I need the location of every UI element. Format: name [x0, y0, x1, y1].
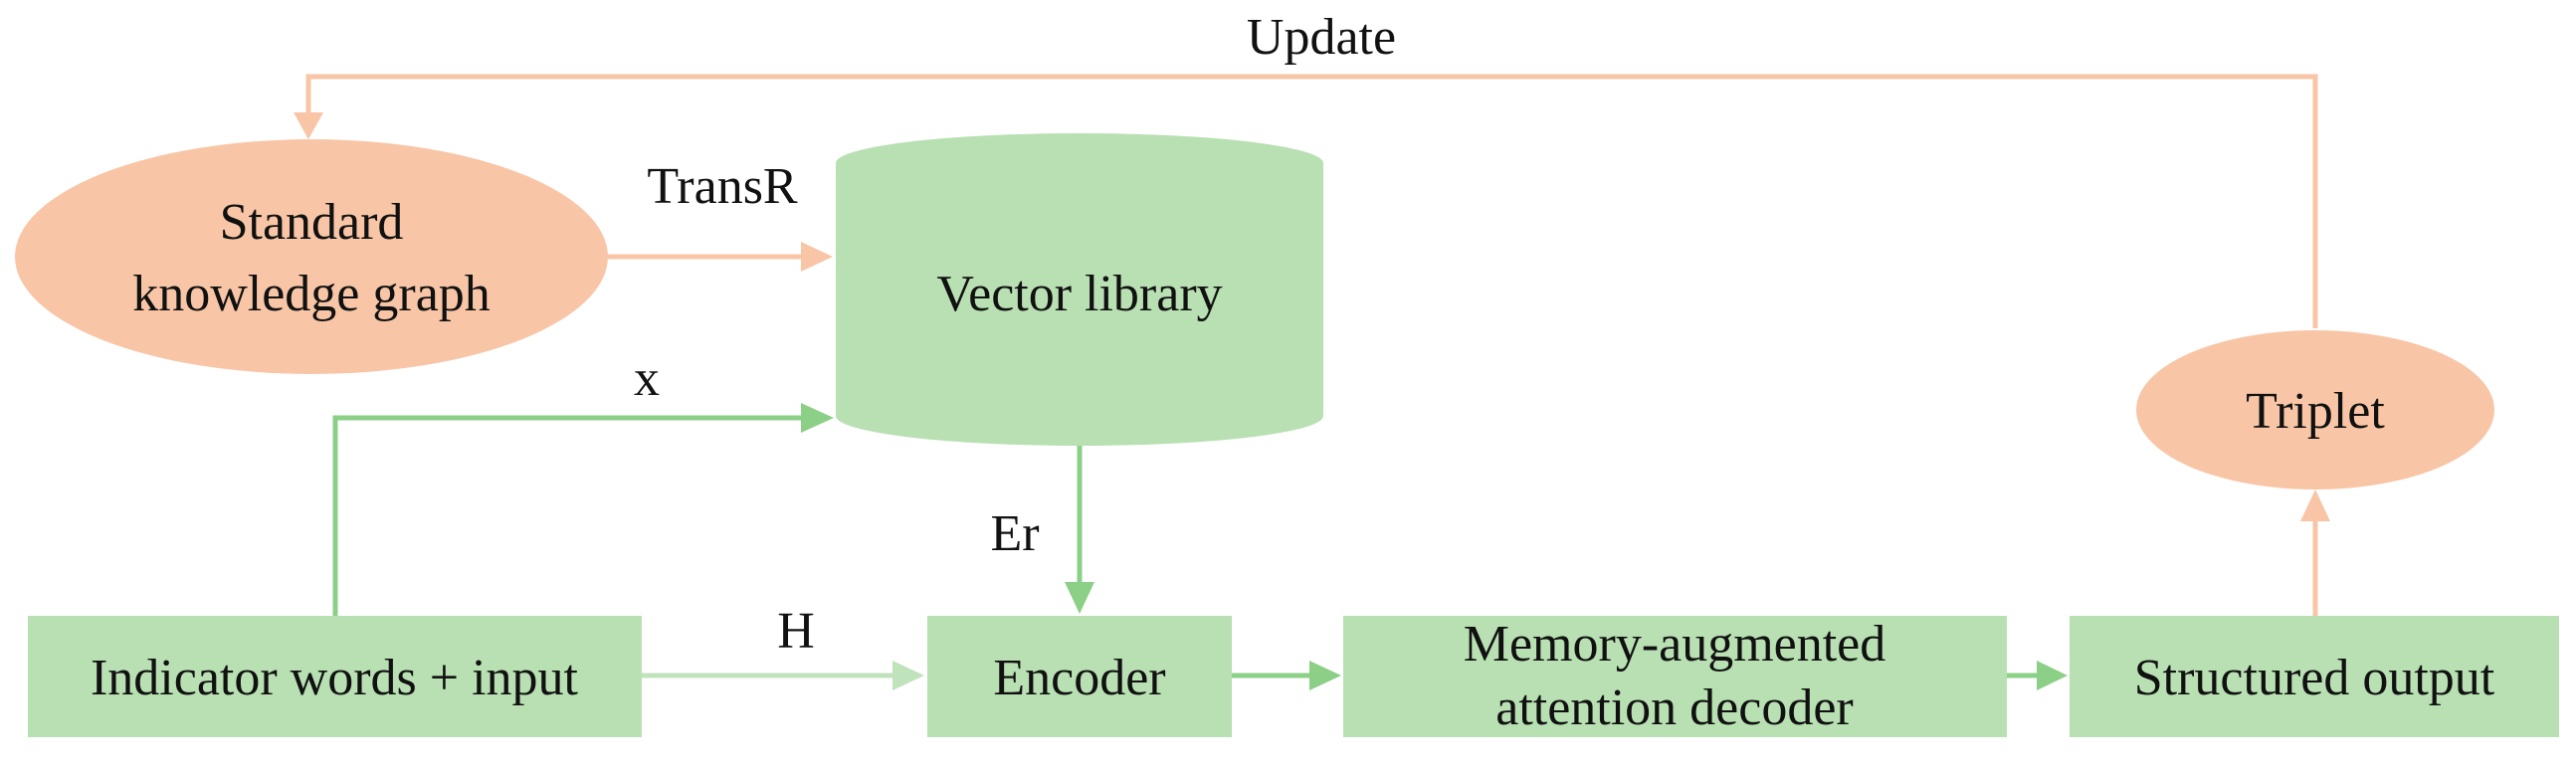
er-arrowhead: [1065, 582, 1094, 614]
node-encoder: Encoder: [927, 616, 1232, 737]
structured-output-label: Structured output: [2134, 650, 2495, 706]
decoder-label-line1: Memory-augmented: [1464, 616, 1886, 673]
node-memory-augmented-attention-decoder: Memory-augmented attention decoder: [1343, 616, 2007, 737]
edge-encoder-decoder: [1232, 661, 1341, 690]
edge-label-transr: TransR: [647, 158, 798, 215]
edge-h: H: [642, 603, 924, 690]
encoder-shape: [927, 616, 1232, 737]
vector-library-shape: [836, 133, 1323, 446]
edge-label-h: H: [777, 603, 815, 660]
node-indicator-words-input: Indicator words + input: [28, 616, 642, 737]
transr-arrowhead: [801, 242, 833, 272]
node-structured-output: Structured output: [2070, 616, 2559, 737]
edge-output-triplet: [2300, 489, 2330, 616]
indicator-words-input-shape: [28, 616, 642, 737]
encoder-decoder-arrowhead: [1309, 661, 1341, 690]
node-triplet: Triplet: [2136, 330, 2494, 489]
h-arrowhead: [892, 661, 924, 690]
encoder-label: Encoder: [993, 650, 1165, 706]
edge-update: Update: [294, 9, 2318, 328]
triplet-shape: [2136, 330, 2494, 489]
edge-decoder-output: [2007, 661, 2068, 690]
x-arrowhead: [801, 403, 834, 433]
standard-knowledge-graph-label-line2: knowledge graph: [132, 266, 491, 322]
edge-er: Er: [990, 446, 1094, 614]
edge-label-update: Update: [1247, 9, 1396, 66]
node-vector-library: Vector library: [836, 133, 1323, 446]
indicator-words-input-label: Indicator words + input: [91, 650, 579, 706]
vector-library-label: Vector library: [936, 266, 1222, 322]
edge-x: x: [332, 350, 834, 616]
decoder-shape: [1343, 616, 2007, 737]
decoder-label-line2: attention decoder: [1495, 679, 1854, 736]
triplet-label: Triplet: [2246, 383, 2385, 440]
update-arrowhead: [294, 112, 323, 139]
edge-transr: TransR: [608, 158, 833, 272]
edge-label-x: x: [634, 350, 660, 407]
standard-knowledge-graph-shape: [15, 139, 608, 374]
decoder-output-arrowhead: [2037, 661, 2068, 690]
standard-knowledge-graph-label-line1: Standard: [220, 194, 404, 251]
edge-label-er: Er: [990, 505, 1039, 562]
output-triplet-arrowhead: [2300, 489, 2330, 521]
structured-output-shape: [2070, 616, 2559, 737]
node-standard-knowledge-graph: Standard knowledge graph: [15, 139, 608, 374]
